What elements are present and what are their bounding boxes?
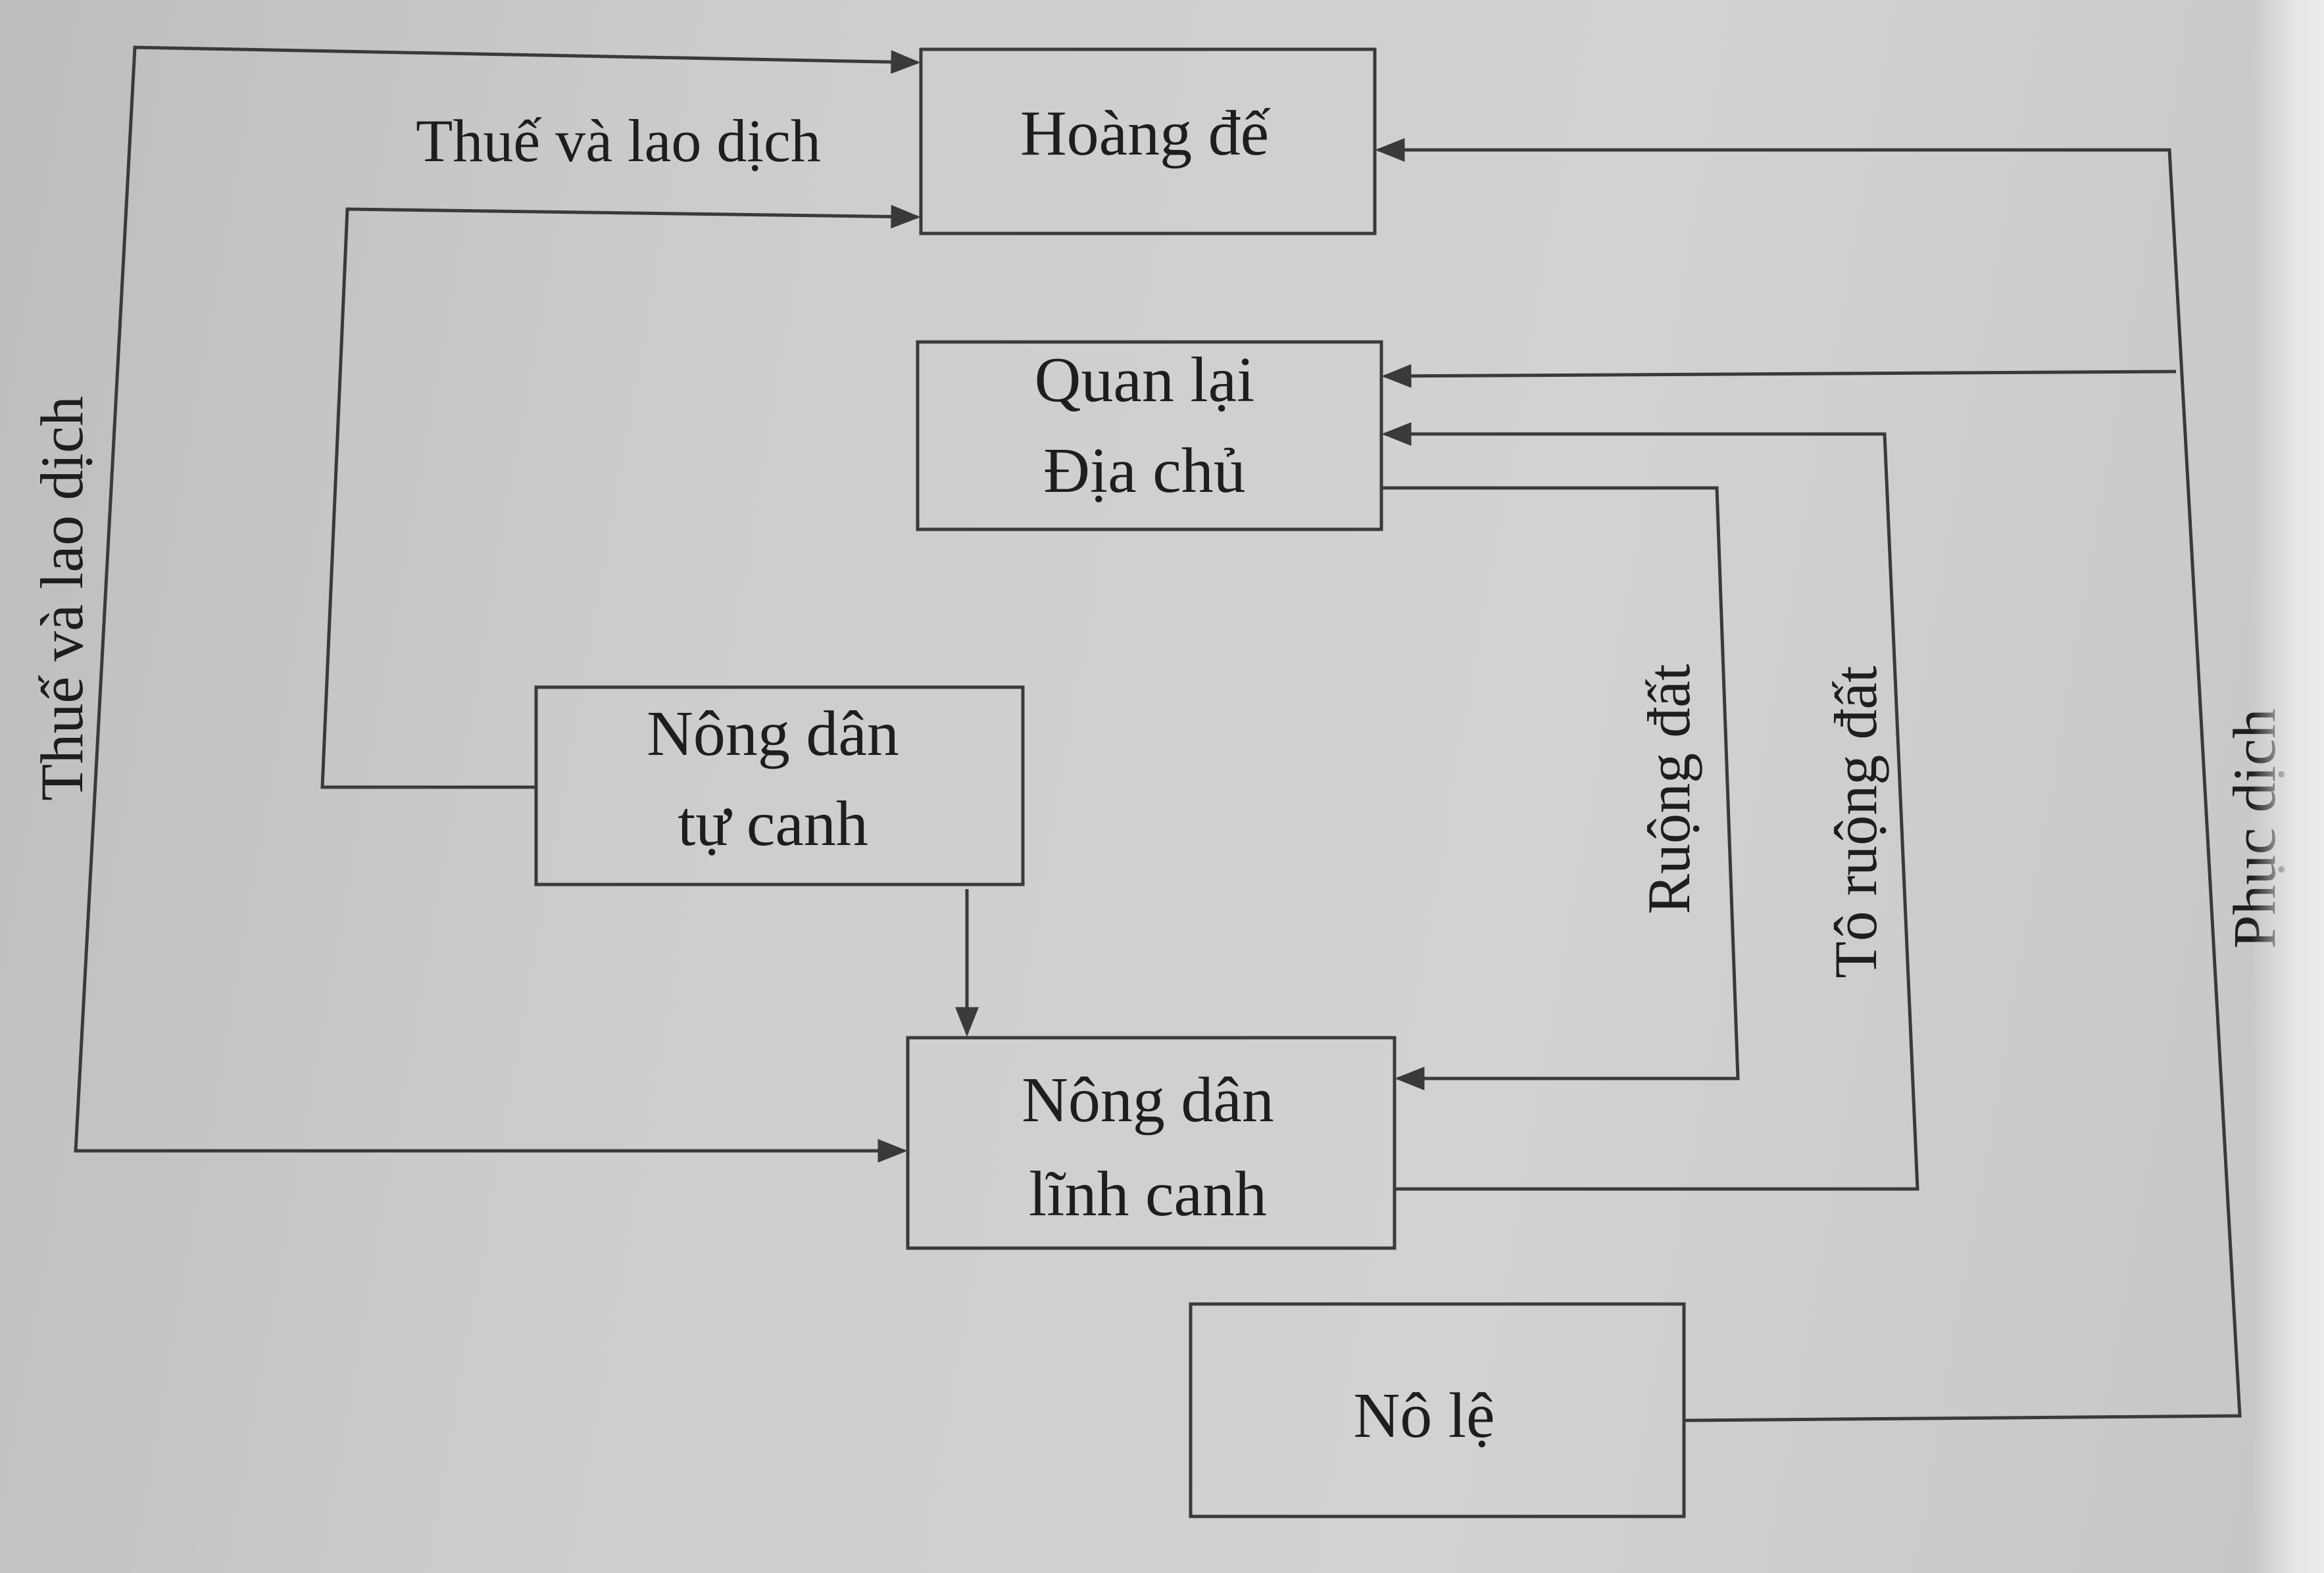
edge-label-ruong-dat: Ruộng đất xyxy=(1635,664,1702,914)
node-hoang-de-label: Hoàng đế xyxy=(1020,98,1271,169)
node-quan-lai-box xyxy=(916,340,1383,531)
edge-label-thue-left: Thuế và lao dịch xyxy=(28,396,95,801)
node-nong-dan-tu-canh-label-line2: tự canh xyxy=(678,788,868,859)
node-nong-dan-linh-canh-label-line2: lĩnh canh xyxy=(1029,1159,1267,1230)
edge-phuc-dich-to-quan-lai xyxy=(1381,364,2177,388)
edge-label-thue-top: Thuế và lao dịch xyxy=(416,107,821,174)
edge-tu-canh-to-hoang-de xyxy=(320,205,921,789)
edge-label-to-ruong-dat: Tô ruộng đất xyxy=(1822,666,1889,979)
edge-to-ruong-dat xyxy=(1381,422,1919,1191)
node-no-le-label: Nô lệ xyxy=(1354,1380,1495,1451)
node-nong-dan-linh-canh-box xyxy=(906,1036,1397,1250)
node-hoang-de-box xyxy=(919,47,1377,235)
edge-ruong-dat xyxy=(1381,486,1740,1090)
node-quan-lai-label-line1: Quan lại xyxy=(1035,345,1255,416)
edge-phuc-dich xyxy=(1375,138,2242,1422)
node-nong-dan-linh-canh-label-line1: Nông dân xyxy=(1022,1065,1274,1136)
node-no-le-box xyxy=(1189,1302,1686,1518)
edge-linh-canh-to-hoang-de xyxy=(74,45,921,1153)
node-nong-dan-tu-canh-label-line1: Nông dân xyxy=(647,698,899,769)
node-quan-lai-label-line2: Địa chủ xyxy=(1043,435,1246,506)
page-edge-highlight xyxy=(2252,0,2324,1573)
